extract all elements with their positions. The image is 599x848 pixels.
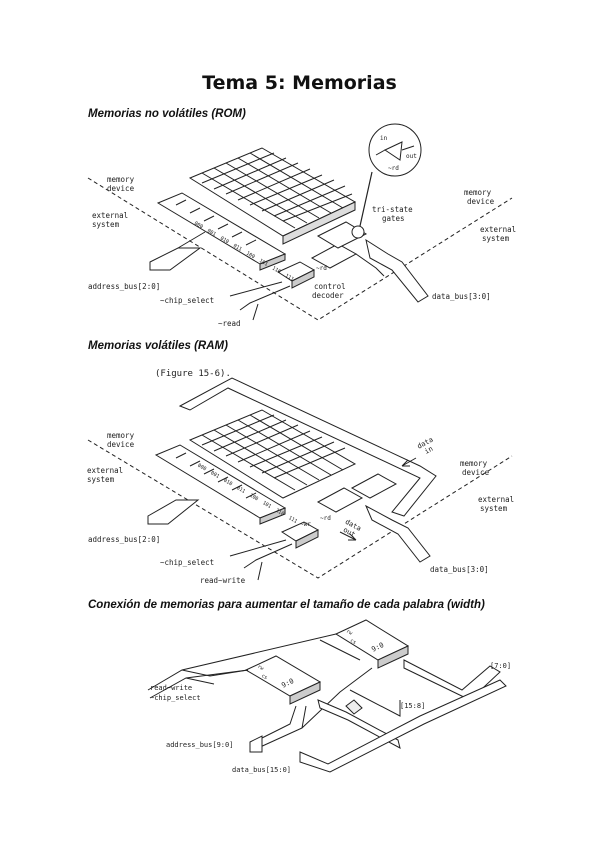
ram-data-in-arrow [401, 457, 417, 467]
rom-label-external-system-l: external [92, 211, 128, 220]
ram-label-read-write: read~write [200, 576, 246, 585]
rom-label-read: ~read [218, 319, 241, 328]
ram-tri-state-block [316, 487, 364, 513]
svg-text:device: device [467, 197, 495, 206]
width-data-bus-high [317, 699, 401, 749]
rom-addr-111: 111 [284, 273, 295, 283]
section-heading-rom: Memorias no volátiles (ROM) [88, 108, 246, 120]
rom-address-bus [149, 247, 202, 271]
rom-inset-in: in [380, 135, 388, 142]
rom-row-arrows [175, 199, 257, 246]
rom-addr-010: 010 [219, 236, 230, 246]
ram-addr-000: 000 [196, 463, 207, 473]
rom-addr-011: 011 [232, 243, 243, 253]
ram-label-memory-device-r: memory [460, 459, 488, 468]
width-data-bus [299, 679, 507, 773]
rom-data-bus [365, 238, 429, 303]
ram-memory-grid [188, 409, 357, 499]
ram-label-external-system-l: external [87, 466, 123, 475]
rom-addr-000: 000 [193, 221, 204, 231]
svg-text:device: device [107, 184, 135, 193]
width-data-bus-low [403, 659, 501, 701]
ram-data-bus [364, 504, 431, 563]
ram-label-external-system-r: external [478, 495, 514, 504]
ram-addr-010: 010 [222, 478, 233, 488]
width-label-bus-high: [15:8] [400, 702, 425, 710]
ram-label-wr: ~wr [300, 521, 311, 528]
rom-label-external-system-r: external [480, 225, 516, 234]
rom-label-memory-device-r: memory [464, 188, 492, 197]
width-label-bus-low: [7:0] [490, 662, 511, 670]
svg-text:device: device [107, 440, 135, 449]
svg-text:in: in [423, 445, 434, 456]
section-heading-width: Conexión de memorias para aumentar el ta… [88, 599, 485, 611]
ram-addr-011: 011 [235, 485, 246, 495]
ram-addr-001: 001 [209, 470, 220, 480]
rom-label-data-bus: data_bus[3:0] [432, 292, 491, 301]
rom-addr-001: 001 [206, 228, 217, 238]
rom-inset-out: out [406, 153, 417, 160]
rom-label-chip-select: ~chip_select [160, 296, 214, 305]
svg-text:system: system [480, 504, 508, 513]
width-address-bus [257, 667, 373, 749]
width-chip-b-rw: rw [345, 629, 354, 638]
rom-addr-100: 100 [245, 251, 256, 261]
section-heading-ram: Memorias volátiles (RAM) [88, 340, 228, 352]
ram-row-arrows [175, 452, 257, 499]
svg-text:system: system [482, 234, 510, 243]
svg-text:decoder: decoder [312, 291, 344, 300]
svg-text:system: system [87, 475, 115, 484]
ram-figure-ref: (Figure 15-6). [155, 369, 231, 379]
width-label-read-write: read~write [150, 684, 192, 692]
rom-label-rd: ~rd [316, 265, 327, 272]
width-chip-a-rw: rw [256, 664, 265, 673]
rom-label-address-bus: address_bus[2:0] [88, 282, 160, 291]
rom-label-tri-state: tri-state [372, 205, 413, 214]
rom-addr-101: 101 [258, 258, 269, 268]
rom-addr-110: 110 [271, 266, 282, 276]
ram-label-address-bus: address_bus[2:0] [88, 535, 160, 544]
ram-addr-101: 101 [261, 500, 272, 510]
svg-text:system: system [92, 220, 120, 229]
ram-addr-111: 111 [287, 515, 298, 525]
ram-addr-110: 110 [274, 508, 285, 518]
width-chip-a-cs: cs [260, 673, 268, 681]
ram-addr-100: 100 [248, 493, 259, 503]
rom-label-memory-device-l: memory [107, 175, 135, 184]
width-label-address-bus: address_bus[9:0] [166, 741, 233, 749]
rom-memory-grid [188, 147, 357, 245]
ram-data-in-loop [178, 377, 437, 517]
width-label-data-bus: data_bus[15:0] [232, 766, 291, 774]
width-chip-b-cs: cs [349, 638, 357, 646]
rom-inset-rd: ~rd [388, 165, 399, 172]
ram-label-chip-select: ~chip_select [160, 558, 214, 567]
width-label-chip-select: ~chip_select [150, 694, 201, 702]
ram-data-out-arrow [339, 531, 357, 541]
page-title: Tema 5: Memorias [202, 72, 397, 94]
ram-label-data-bus: data_bus[3:0] [430, 565, 489, 574]
ram-boundary [87, 439, 513, 579]
rom-label-control-decoder: control [314, 282, 346, 291]
svg-text:device: device [462, 468, 490, 477]
ram-label-memory-device-l: memory [107, 431, 135, 440]
svg-text:gates: gates [382, 214, 405, 223]
rom-boundary [87, 177, 513, 321]
ram-address-bus [147, 499, 200, 525]
ram-label-rd: ~rd [320, 515, 331, 522]
